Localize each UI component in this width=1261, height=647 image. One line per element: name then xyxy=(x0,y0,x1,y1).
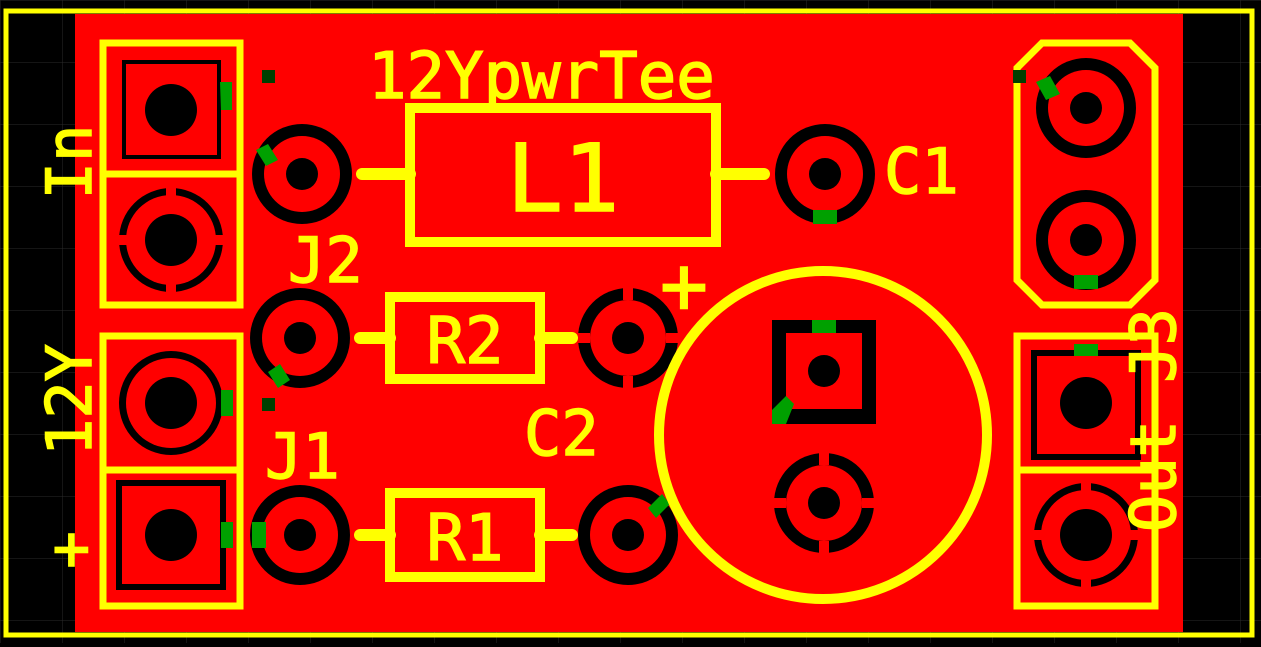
resistor-r1 xyxy=(354,488,578,582)
connector-top-right xyxy=(1013,39,1159,309)
in-label: In xyxy=(33,125,106,200)
j2-label: J2 xyxy=(288,224,363,297)
inductor-l1 xyxy=(356,103,770,247)
c2-label: C2 xyxy=(524,397,599,470)
marker-square xyxy=(1013,70,1026,83)
r1-right-pad xyxy=(578,485,678,585)
marker-square xyxy=(262,70,275,83)
12v-label: 12Y xyxy=(33,344,106,456)
j2-pad xyxy=(252,124,352,224)
capacitor-c2 xyxy=(654,266,992,604)
out-j3-label: Out J3 xyxy=(1117,308,1190,532)
resistor-r2 xyxy=(354,292,578,384)
board-title: 12YpwrTee xyxy=(368,40,715,114)
r2-label: R2 xyxy=(426,305,503,379)
r2-right-pad xyxy=(578,288,678,388)
plus-label: + xyxy=(33,531,106,568)
r2-left-pad xyxy=(250,288,350,388)
marker-square xyxy=(262,398,275,411)
cap-polarity-plus: + xyxy=(660,239,708,332)
connector-12v xyxy=(99,332,244,610)
r1-left-pad xyxy=(250,485,350,585)
c1-pad xyxy=(775,124,875,224)
j1-label: J1 xyxy=(265,420,340,493)
c1-label: C1 xyxy=(884,135,959,208)
r1-label: R1 xyxy=(426,502,503,576)
inductor-label: L1 xyxy=(506,125,619,234)
board-outline xyxy=(3,8,1255,638)
connector-in xyxy=(99,39,244,309)
connector-j3 xyxy=(1013,332,1159,610)
